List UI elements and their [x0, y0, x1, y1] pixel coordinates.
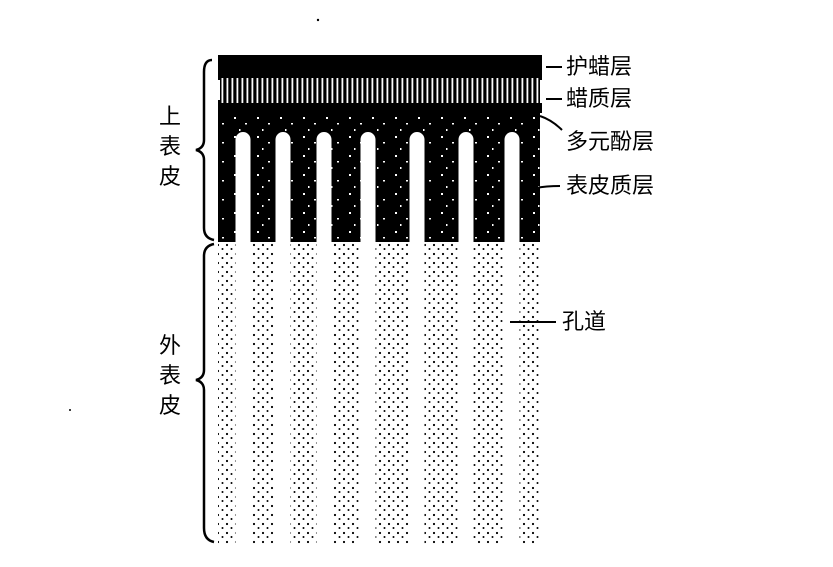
exocuticle-region [218, 238, 540, 545]
pore-canal-label: 孔道 [562, 310, 607, 335]
wax-layer-label: 蜡质层 [566, 87, 633, 112]
cement-layer [218, 55, 542, 80]
pore-canal [235, 132, 251, 545]
pore-canal [360, 132, 376, 545]
pore-canal [409, 132, 425, 545]
stray-dot [69, 409, 71, 411]
pore-canals [235, 132, 520, 545]
polyphenol-layer [218, 103, 542, 113]
cement-layer-label: 护蜡层 [566, 55, 633, 80]
exocuticle-label: 外表皮 [158, 334, 181, 419]
upper-brace [195, 58, 215, 242]
leader-line [535, 185, 561, 189]
cuticulin-layer-label: 表皮质层 [566, 174, 655, 199]
polyphenol-layer-label: 多元酚层 [566, 130, 655, 155]
pore-canal [458, 132, 474, 545]
stray-dot [316, 18, 320, 22]
pore-canal [275, 132, 291, 545]
leader-line [539, 115, 563, 131]
pore-canal [504, 132, 520, 545]
wax-layer [220, 78, 540, 103]
lower-brace [195, 242, 215, 544]
epicuticle-dark-region [218, 100, 540, 242]
upper-epicuticle-label: 上表皮 [158, 105, 181, 190]
pore-canal [316, 132, 332, 545]
